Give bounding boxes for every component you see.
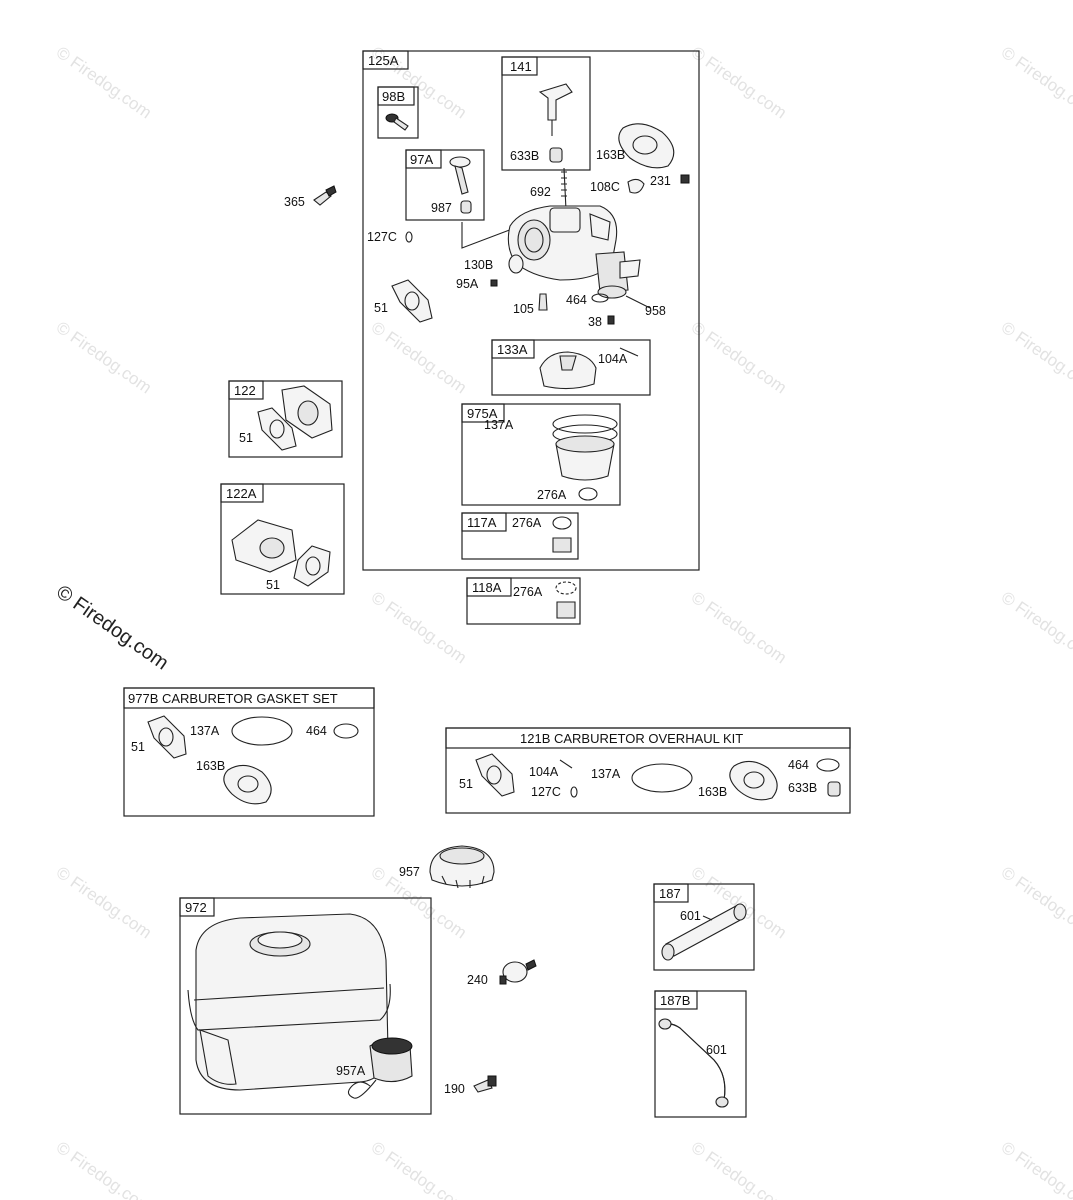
label-130B: 130B bbox=[464, 258, 493, 272]
assembly-118A: 118A 276A bbox=[466, 577, 581, 625]
watermark: © Firedog.com bbox=[53, 318, 155, 398]
assembly-122A-label: 122A bbox=[226, 486, 257, 501]
label-105: 105 bbox=[513, 302, 534, 316]
assembly-122-label: 122 bbox=[234, 383, 256, 398]
part-190: 190 bbox=[444, 1075, 497, 1096]
label-38: 38 bbox=[588, 315, 602, 329]
label-601-187: 601 bbox=[680, 909, 701, 923]
assembly-97A: 97A 987 bbox=[405, 149, 485, 221]
label-108C: 108C bbox=[590, 180, 620, 194]
label-127C-121B: 127C bbox=[531, 785, 561, 799]
label-240: 240 bbox=[467, 973, 488, 987]
assembly-187B-label: 187B bbox=[660, 993, 690, 1008]
assembly-121B: 121B CARBURETOR OVERHAUL KIT 51 104A 127… bbox=[445, 727, 851, 814]
assembly-975A-label: 975A bbox=[467, 406, 498, 421]
assembly-98B-label: 98B bbox=[382, 89, 405, 104]
label-464-977B: 464 bbox=[306, 724, 327, 738]
assembly-187-label: 187 bbox=[659, 886, 681, 901]
assembly-141: 141 633B bbox=[501, 56, 591, 171]
assembly-117A-label: 117A bbox=[467, 515, 497, 530]
assembly-122A: 122A 51 bbox=[220, 483, 345, 595]
label-276A: 276A bbox=[537, 488, 567, 502]
part-240: 240 bbox=[467, 959, 537, 987]
label-51-121B: 51 bbox=[459, 777, 473, 791]
assembly-133A-label: 133A bbox=[497, 342, 528, 357]
label-51-122A: 51 bbox=[266, 578, 280, 592]
watermark: © Firedog.com bbox=[53, 43, 155, 123]
label-633B-121B: 633B bbox=[788, 781, 817, 795]
label-464-121B: 464 bbox=[788, 758, 809, 772]
label-958: 958 bbox=[645, 304, 666, 318]
part-163B: 163B bbox=[596, 123, 675, 169]
assembly-121B-label: 121B CARBURETOR OVERHAUL KIT bbox=[520, 731, 743, 746]
part-957: 957 bbox=[399, 845, 495, 889]
label-163B-121B: 163B bbox=[698, 785, 727, 799]
assembly-187B: 187B 601 bbox=[654, 990, 747, 1118]
assembly-125A-label: 125A bbox=[368, 53, 399, 68]
assembly-133A: 133A 104A bbox=[491, 339, 651, 396]
watermark: © Firedog.com bbox=[998, 318, 1073, 398]
label-163B-977B: 163B bbox=[196, 759, 225, 773]
assembly-972: 972 957A bbox=[179, 897, 432, 1115]
part-365: 365 bbox=[284, 185, 337, 209]
assembly-97A-label: 97A bbox=[410, 152, 433, 167]
label-692: 692 bbox=[530, 185, 551, 199]
label-957: 957 bbox=[399, 865, 420, 879]
label-127C: 127C bbox=[367, 230, 397, 244]
label-137A-977B: 137A bbox=[190, 724, 220, 738]
watermark: © Firedog.com bbox=[998, 43, 1073, 123]
label-987: 987 bbox=[431, 201, 452, 215]
label-190: 190 bbox=[444, 1082, 465, 1096]
assembly-975A: 975A 137A 276A bbox=[461, 403, 621, 506]
watermark: © Firedog.com bbox=[368, 588, 470, 668]
label-633B: 633B bbox=[510, 149, 539, 163]
watermark-dark: © Firedog.com bbox=[52, 581, 172, 674]
watermark: © Firedog.com bbox=[688, 588, 790, 668]
label-276A-118A: 276A bbox=[513, 585, 543, 599]
label-464: 464 bbox=[566, 293, 587, 307]
assembly-98B: 98B bbox=[377, 86, 419, 139]
watermark: © Firedog.com bbox=[998, 863, 1073, 943]
assembly-972-label: 972 bbox=[185, 900, 207, 915]
watermark: © Firedog.com bbox=[53, 1138, 155, 1200]
label-365: 365 bbox=[284, 195, 305, 209]
assembly-117A: 117A 276A bbox=[461, 512, 579, 560]
label-601-187B: 601 bbox=[706, 1043, 727, 1057]
watermark: © Firedog.com bbox=[998, 1138, 1073, 1200]
label-163B: 163B bbox=[596, 148, 625, 162]
watermark: © Firedog.com bbox=[998, 588, 1073, 668]
carburetor-body bbox=[507, 205, 651, 309]
watermark: © Firedog.com bbox=[53, 863, 155, 943]
assembly-125A: 125A 98B 141 633B 163B bbox=[362, 50, 700, 571]
watermark: © Firedog.com bbox=[368, 1138, 470, 1200]
assembly-977B-label: 977B CARBURETOR GASKET SET bbox=[128, 691, 338, 706]
label-51-977B: 51 bbox=[131, 740, 145, 754]
label-95A: 95A bbox=[456, 277, 479, 291]
label-957A: 957A bbox=[336, 1064, 366, 1078]
label-51-122: 51 bbox=[239, 431, 253, 445]
label-104A-121B: 104A bbox=[529, 765, 559, 779]
watermark: © Firedog.com bbox=[688, 1138, 790, 1200]
label-137A-121B: 137A bbox=[591, 767, 621, 781]
label-276A-117A: 276A bbox=[512, 516, 542, 530]
assembly-141-label: 141 bbox=[510, 59, 532, 74]
assembly-118A-label: 118A bbox=[472, 580, 502, 595]
watermark: © Firedog.com bbox=[688, 43, 790, 123]
label-51: 51 bbox=[374, 301, 388, 315]
label-104A: 104A bbox=[598, 352, 628, 366]
watermark: © Firedog.com bbox=[368, 318, 470, 398]
assembly-122: 122 51 bbox=[228, 380, 343, 458]
label-231: 231 bbox=[650, 174, 671, 188]
watermark: © Firedog.com bbox=[688, 318, 790, 398]
label-137A: 137A bbox=[484, 418, 514, 432]
assembly-187: 187 601 bbox=[653, 883, 755, 971]
assembly-977B: 977B CARBURETOR GASKET SET 51 137A 464 1… bbox=[123, 687, 375, 817]
